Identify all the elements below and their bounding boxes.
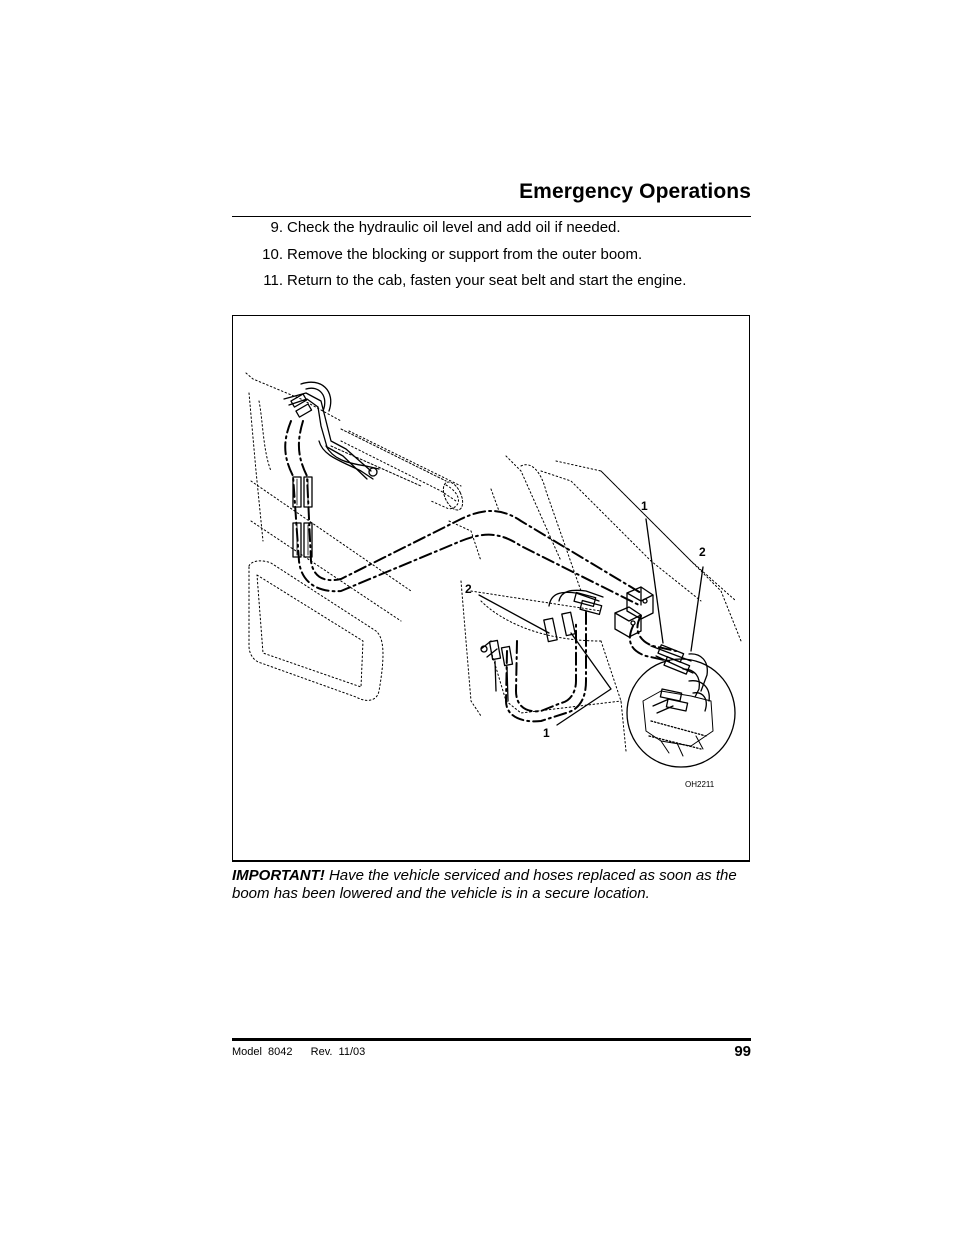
- step-number: 11.: [263, 272, 283, 289]
- step-text: Remove the blocking or support from the …: [287, 245, 643, 263]
- page-title: Emergency Operations: [519, 180, 751, 203]
- lower-right-hose-fittings: [650, 644, 708, 698]
- figure-frame: 1 2 2 1 OH2211: [232, 315, 750, 862]
- steps-list: 9. Check the hydraulic oil level and add…: [232, 219, 751, 299]
- step-text: Return to the cab, fasten your seat belt…: [287, 272, 687, 289]
- upper-hose-fittings: [283, 381, 380, 558]
- manifold-blocks: [614, 586, 654, 638]
- step-item: 9. Check the hydraulic oil level and add…: [232, 219, 751, 246]
- callout-1-top: 1: [641, 499, 648, 513]
- figure-id: OH2211: [685, 780, 715, 789]
- boom-structure-outline: [245, 372, 742, 752]
- hydraulic-hose-illustration: 1 2 2 1 OH2211: [245, 372, 742, 789]
- important-text: Have the vehicle serviced and hoses repl…: [232, 867, 737, 902]
- step-number: 10.: [262, 245, 283, 263]
- step-text: Check the hydraulic oil level and add oi…: [287, 219, 621, 236]
- callout-2-left: 2: [465, 582, 472, 596]
- callout-leaders: [478, 518, 704, 726]
- footer-model: Model 8042: [232, 1046, 293, 1058]
- step-item: 10. Remove the blocking or support from …: [232, 246, 751, 273]
- important-note: IMPORTANT! Have the vehicle serviced and…: [232, 867, 751, 903]
- cylinder-outline: [330, 428, 464, 511]
- footer-info: Model 8042 Rev. 11/03: [232, 1046, 365, 1058]
- callout-2-right: 2: [699, 545, 706, 559]
- callout-1-bottom: 1: [543, 726, 550, 740]
- footer-rule: [232, 1038, 751, 1041]
- important-label: IMPORTANT!: [232, 867, 325, 884]
- step-item: 11. Return to the cab, fasten your seat …: [232, 272, 751, 299]
- footer-revision: Rev. 11/03: [310, 1046, 366, 1058]
- mid-hose-fittings: [480, 589, 604, 702]
- step-number: 9.: [270, 219, 283, 236]
- hose-route: [284, 420, 677, 723]
- page-number: 99: [734, 1043, 751, 1060]
- title-rule: [232, 216, 751, 217]
- detail-magnifier: [626, 658, 736, 768]
